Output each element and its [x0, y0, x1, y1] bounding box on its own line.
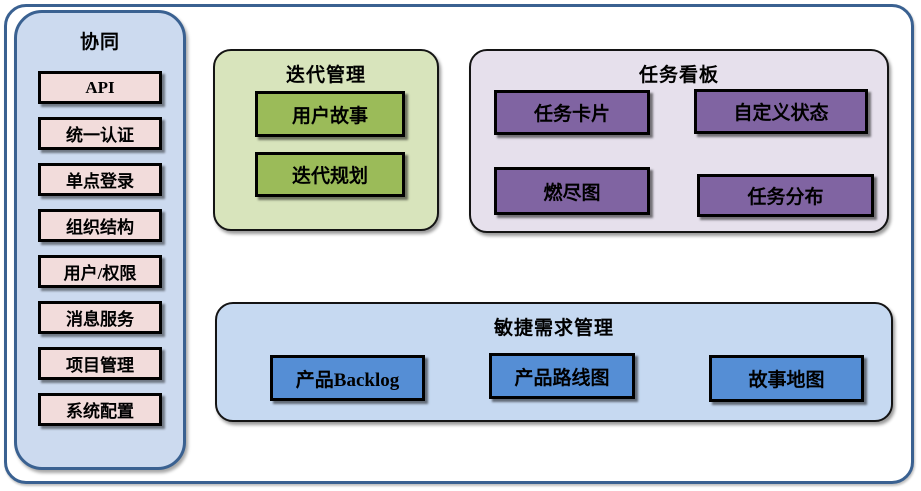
sidebar-title: 协同 [79, 32, 120, 53]
sidebar-item-users-permissions: 用户/权限 [38, 255, 162, 288]
task-board-panel: 任务看板 任务卡片 自定义状态 燃尽图 任务分布 [469, 49, 889, 233]
taskboard-panel-title: 任务看板 [638, 65, 719, 86]
collaboration-sidebar: 协同 API 统一认证 单点登录 组织结构 用户/权限 消息服务 项目管理 系统… [14, 10, 186, 470]
sidebar-item-sso: 单点登录 [38, 163, 162, 196]
node-task-card: 任务卡片 [494, 90, 650, 135]
node-product-backlog: 产品Backlog [270, 355, 425, 401]
node-custom-status: 自定义状态 [694, 89, 868, 134]
agile-panel-title: 敏捷需求管理 [493, 318, 614, 339]
node-story-map: 故事地图 [709, 355, 864, 402]
node-user-story: 用户故事 [255, 91, 405, 137]
iteration-management-panel: 迭代管理 用户故事 迭代规划 [213, 49, 439, 231]
node-task-distribution: 任务分布 [697, 174, 874, 217]
node-burndown-chart: 燃尽图 [494, 167, 650, 215]
sidebar-item-org-structure: 组织结构 [38, 209, 162, 242]
node-product-roadmap: 产品路线图 [489, 353, 635, 399]
iteration-panel-title: 迭代管理 [285, 65, 366, 86]
node-iteration-planning: 迭代规划 [255, 152, 405, 197]
sidebar-item-list: API 统一认证 单点登录 组织结构 用户/权限 消息服务 项目管理 系统配置 [38, 71, 162, 426]
sidebar-item-unified-auth: 统一认证 [38, 117, 162, 150]
agile-requirements-panel: 敏捷需求管理 产品Backlog 产品路线图 故事地图 [215, 302, 893, 422]
sidebar-item-message-service: 消息服务 [38, 301, 162, 334]
sidebar-item-project-management: 项目管理 [38, 347, 162, 380]
sidebar-item-system-config: 系统配置 [38, 393, 162, 426]
sidebar-item-api: API [38, 71, 162, 104]
